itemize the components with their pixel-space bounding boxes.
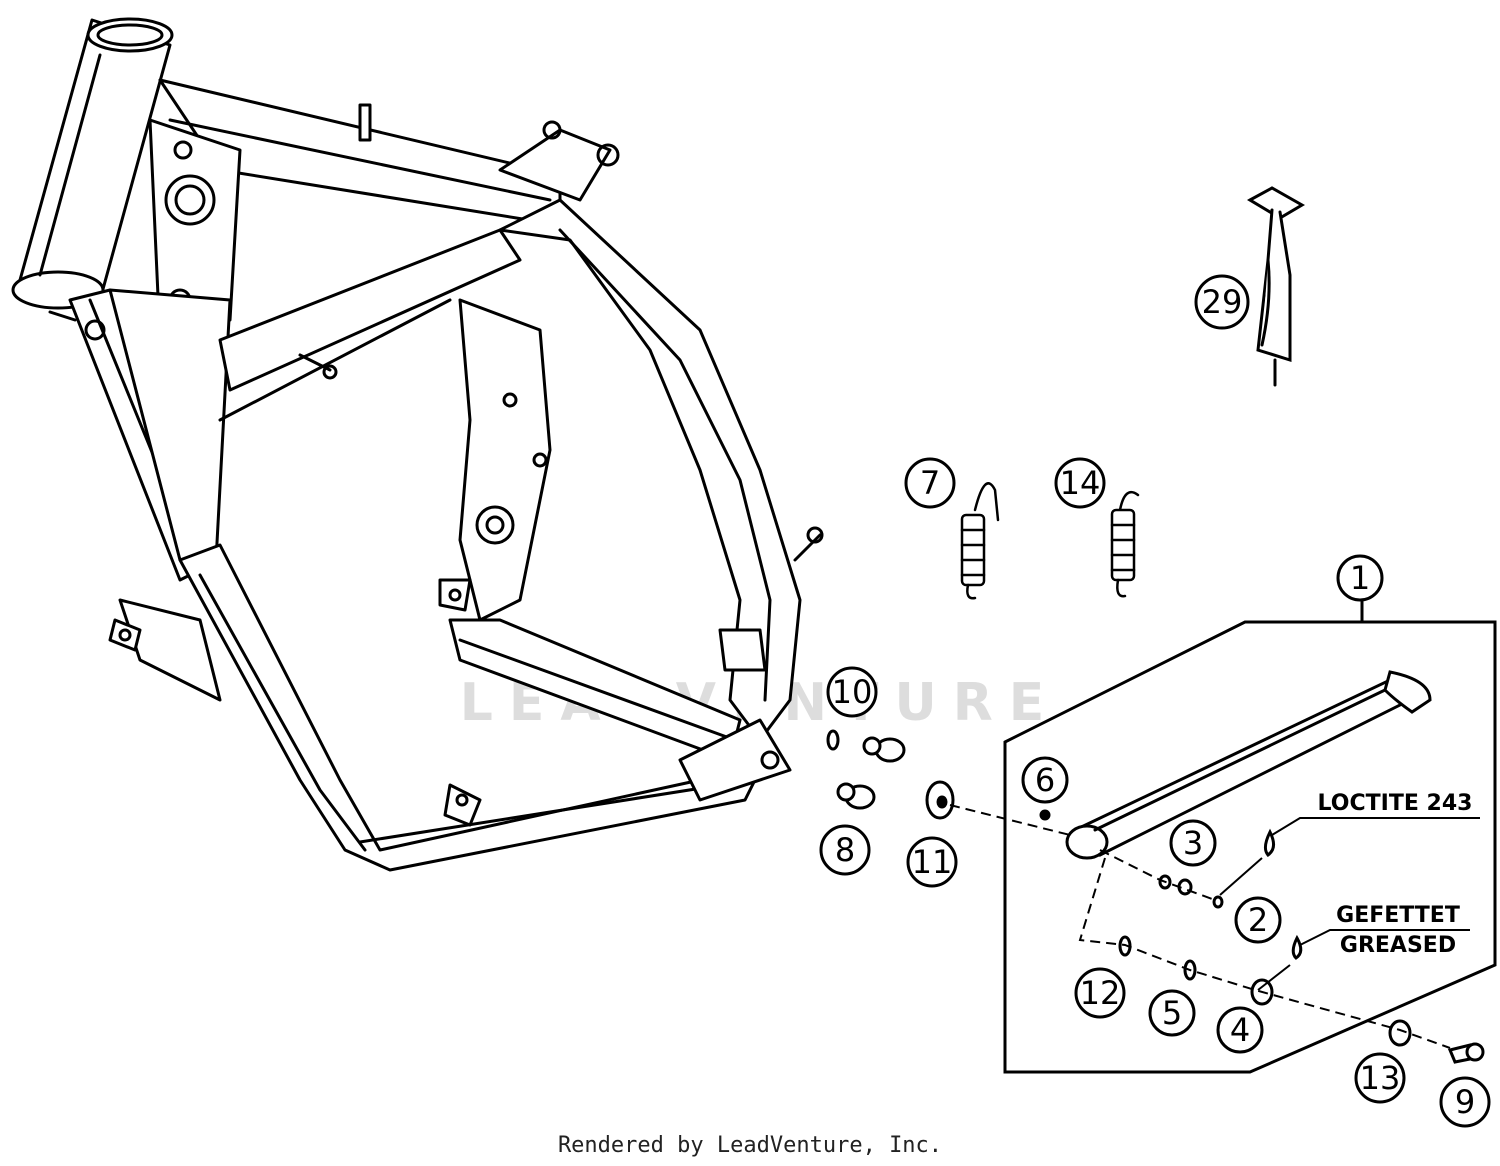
greased-note-en: GREASED <box>1340 933 1456 958</box>
grease-drop <box>1291 934 1303 960</box>
spring-part-14 <box>1110 490 1140 598</box>
callout-7: 7 <box>904 457 956 509</box>
callout-14: 14 <box>1054 457 1106 509</box>
bolt-part-8 <box>836 782 876 810</box>
washer-part-13 <box>1388 1019 1412 1047</box>
footer-credit: Rendered by LeadVenture, Inc. <box>558 1133 942 1158</box>
loctite-drop <box>1263 828 1275 858</box>
side-stand-tool-part <box>1246 186 1305 387</box>
callout-12: 12 <box>1074 967 1126 1019</box>
bolt-part-top <box>862 736 906 763</box>
svg-text:1: 1 <box>1350 559 1370 597</box>
callout-10: 10 <box>826 666 878 718</box>
frame-drawing <box>11 17 824 872</box>
side-stand-part <box>1065 670 1432 860</box>
svg-text:7: 7 <box>920 464 940 502</box>
callout-3: 3 <box>1169 819 1217 867</box>
callout-6: 6 <box>1021 756 1069 804</box>
svg-text:13: 13 <box>1360 1059 1401 1097</box>
washer-part-11 <box>925 780 955 820</box>
bushing-part-10 <box>826 729 840 751</box>
assembly-box <box>1003 620 1497 1074</box>
callout-5: 5 <box>1148 989 1196 1037</box>
loctite-note: LOCTITE 243 <box>1318 791 1473 816</box>
svg-text:6: 6 <box>1035 761 1055 799</box>
svg-text:14: 14 <box>1060 464 1101 502</box>
svg-text:2: 2 <box>1248 901 1268 939</box>
svg-text:11: 11 <box>912 843 953 881</box>
callout-8: 8 <box>819 824 871 876</box>
svg-text:5: 5 <box>1162 994 1182 1032</box>
spring-part-7 <box>960 482 1000 600</box>
callout-11: 11 <box>906 836 958 888</box>
greased-note-de: GEFETTET <box>1336 903 1460 928</box>
callout-13: 13 <box>1354 1052 1406 1104</box>
svg-text:8: 8 <box>835 831 855 869</box>
screw-part-9 <box>1447 1042 1485 1064</box>
svg-text:12: 12 <box>1080 974 1121 1012</box>
leader-lines <box>1219 817 1480 991</box>
callout-9: 9 <box>1439 1076 1491 1128</box>
callout-29: 29 <box>1194 274 1250 330</box>
svg-text:9: 9 <box>1455 1083 1475 1121</box>
callout-2: 2 <box>1234 896 1282 944</box>
callout-4: 4 <box>1216 1006 1264 1054</box>
svg-text:10: 10 <box>832 673 873 711</box>
assembly-lines <box>949 804 1451 1049</box>
svg-text:29: 29 <box>1202 283 1243 321</box>
callout-1: 1 <box>1336 554 1384 602</box>
svg-text:3: 3 <box>1183 824 1203 862</box>
svg-text:4: 4 <box>1230 1011 1250 1049</box>
ball-part-6 <box>1039 809 1051 821</box>
